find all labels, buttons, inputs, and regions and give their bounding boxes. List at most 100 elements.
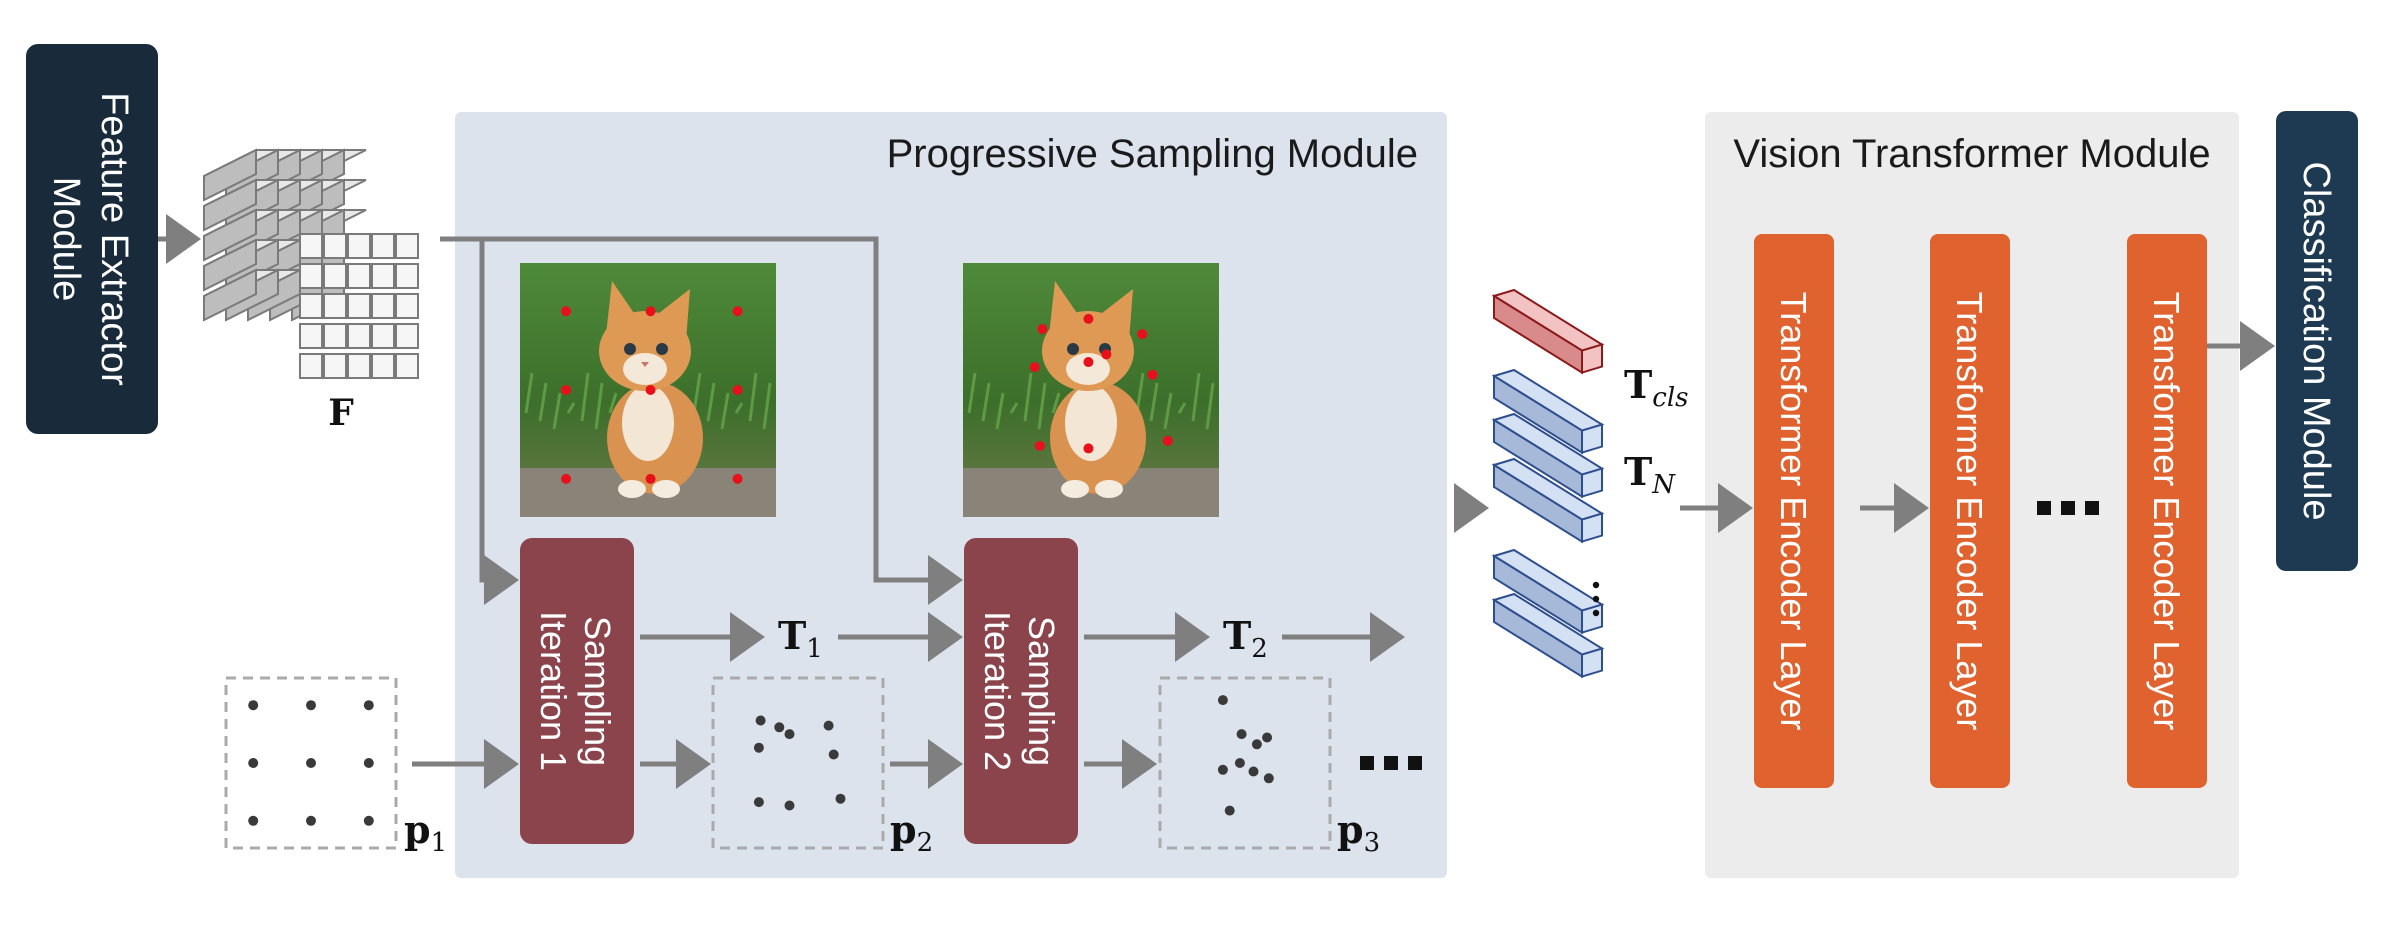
- sample-point: [774, 722, 785, 733]
- sample-point-marker: [645, 385, 656, 395]
- grass-blade: [524, 372, 534, 414]
- points-p3-box: [1158, 676, 1332, 850]
- token-end-face: [1581, 603, 1603, 634]
- kitten-chest: [1065, 385, 1117, 461]
- feature-extractor-label-line2: Module: [45, 177, 87, 302]
- sample-point: [1263, 773, 1274, 784]
- feature-cell-front: [347, 233, 371, 259]
- sampling-iteration-1-block: [520, 538, 634, 844]
- sample-point-marker: [732, 385, 743, 395]
- feature-cell-front: [395, 263, 419, 289]
- sample-point: [363, 815, 374, 826]
- sample-point: [306, 758, 316, 768]
- kitten-head: [599, 311, 691, 391]
- kitten-paw: [1061, 480, 1089, 498]
- feature-cell-side: [203, 178, 257, 232]
- ellipsis-icon: [1592, 581, 1600, 617]
- sample-point: [828, 749, 839, 760]
- grass-blade: [1205, 382, 1215, 430]
- feature-extractor-module: [26, 44, 158, 434]
- feature-extractor-label-line1: Feature Extractor: [93, 92, 135, 386]
- feature-cell-front: [395, 353, 419, 379]
- sampling-iteration-1-line2: Iteration 1: [533, 611, 574, 771]
- grass-blade: [1177, 402, 1187, 414]
- feature-cell-front: [323, 353, 347, 379]
- ellipsis-icon: [2037, 501, 2099, 515]
- sampling-iteration-1-line1: Sampling: [577, 616, 618, 766]
- sample-point-marker: [1083, 443, 1094, 454]
- sampling-iteration-2-block: [964, 538, 1078, 844]
- sample-point: [248, 700, 259, 711]
- sample-point: [248, 758, 259, 768]
- feature-cell-front: [299, 353, 323, 379]
- feature-cell-front: [371, 263, 395, 289]
- feature-cell-side: [203, 208, 257, 262]
- sample-point-marker: [561, 385, 572, 395]
- arrow: [479, 239, 519, 605]
- feature-cell-front: [299, 233, 323, 259]
- feature-cell-front: [299, 263, 323, 289]
- feature-cell-front: [323, 323, 347, 349]
- grass-blade: [995, 392, 1005, 430]
- sample-point: [753, 797, 764, 808]
- feature-map-label: F: [328, 392, 354, 434]
- kitten-muzzle: [1066, 353, 1110, 385]
- p2-label: p2: [890, 807, 933, 858]
- sample-point-marker: [1034, 440, 1045, 451]
- sample-point: [1251, 739, 1262, 750]
- grass-blade: [1163, 392, 1173, 430]
- sample-point: [823, 720, 834, 731]
- kitten-ear: [654, 289, 690, 341]
- kitten-eye: [1067, 343, 1079, 355]
- sample-point: [784, 800, 795, 811]
- sample-point: [1236, 729, 1247, 740]
- sample-point-marker: [1147, 369, 1158, 380]
- token-end-face: [1581, 423, 1603, 454]
- grass-blade: [1191, 372, 1201, 422]
- tn-label: TN: [1624, 449, 1676, 500]
- grass-blade: [706, 382, 716, 422]
- kitten-head: [1042, 311, 1134, 391]
- feature-cell-front: [395, 293, 419, 319]
- kitten-eye: [624, 343, 636, 355]
- kitten-eye: [656, 343, 668, 355]
- sample-point-marker: [645, 473, 656, 484]
- encoder-layer-2-label: Transformer Encoder Layer: [1949, 292, 1990, 731]
- sample-point-marker: [732, 306, 743, 317]
- sample-point: [306, 815, 316, 826]
- grass-blade: [762, 382, 772, 430]
- sample-point-marker: [1083, 357, 1094, 368]
- classification-module: [2276, 111, 2358, 571]
- sample-point: [1224, 805, 1235, 816]
- kitten-ear: [1097, 289, 1133, 341]
- sampling-iteration-2-line1: Sampling: [1021, 616, 1062, 766]
- p1-label: p1: [404, 807, 447, 858]
- kitten-paw: [618, 480, 646, 498]
- encoder-layer-1-label: Transformer Encoder Layer: [1773, 292, 1814, 731]
- encoder-layer-1: [1754, 234, 1834, 788]
- points-p2-box: [711, 676, 885, 850]
- grass-blade: [608, 392, 618, 414]
- sample-point-marker: [1101, 349, 1112, 360]
- grass-blade: [594, 382, 604, 430]
- token-end-face: [1581, 467, 1603, 498]
- sample-point: [1217, 695, 1228, 706]
- sample-point: [248, 815, 259, 826]
- grass-blade: [748, 372, 758, 422]
- sample-point: [363, 700, 374, 711]
- sample-point: [363, 758, 374, 768]
- grass-blade: [552, 392, 562, 430]
- sample-point: [1248, 766, 1259, 777]
- grass-blade: [734, 402, 744, 414]
- ellipsis-icon: [1360, 756, 1422, 770]
- vision-transformer-title: Vision Transformer Module: [1733, 132, 2210, 176]
- sample-point: [835, 793, 846, 804]
- feature-map-icon: [203, 148, 419, 379]
- feature-cell-side: [203, 148, 257, 202]
- sample-point: [784, 729, 795, 740]
- arrows: [158, 214, 2275, 789]
- feature-cell-front: [371, 293, 395, 319]
- grass-blade: [1009, 402, 1019, 414]
- token-end-face: [1581, 647, 1603, 678]
- grass-blade: [1023, 372, 1033, 422]
